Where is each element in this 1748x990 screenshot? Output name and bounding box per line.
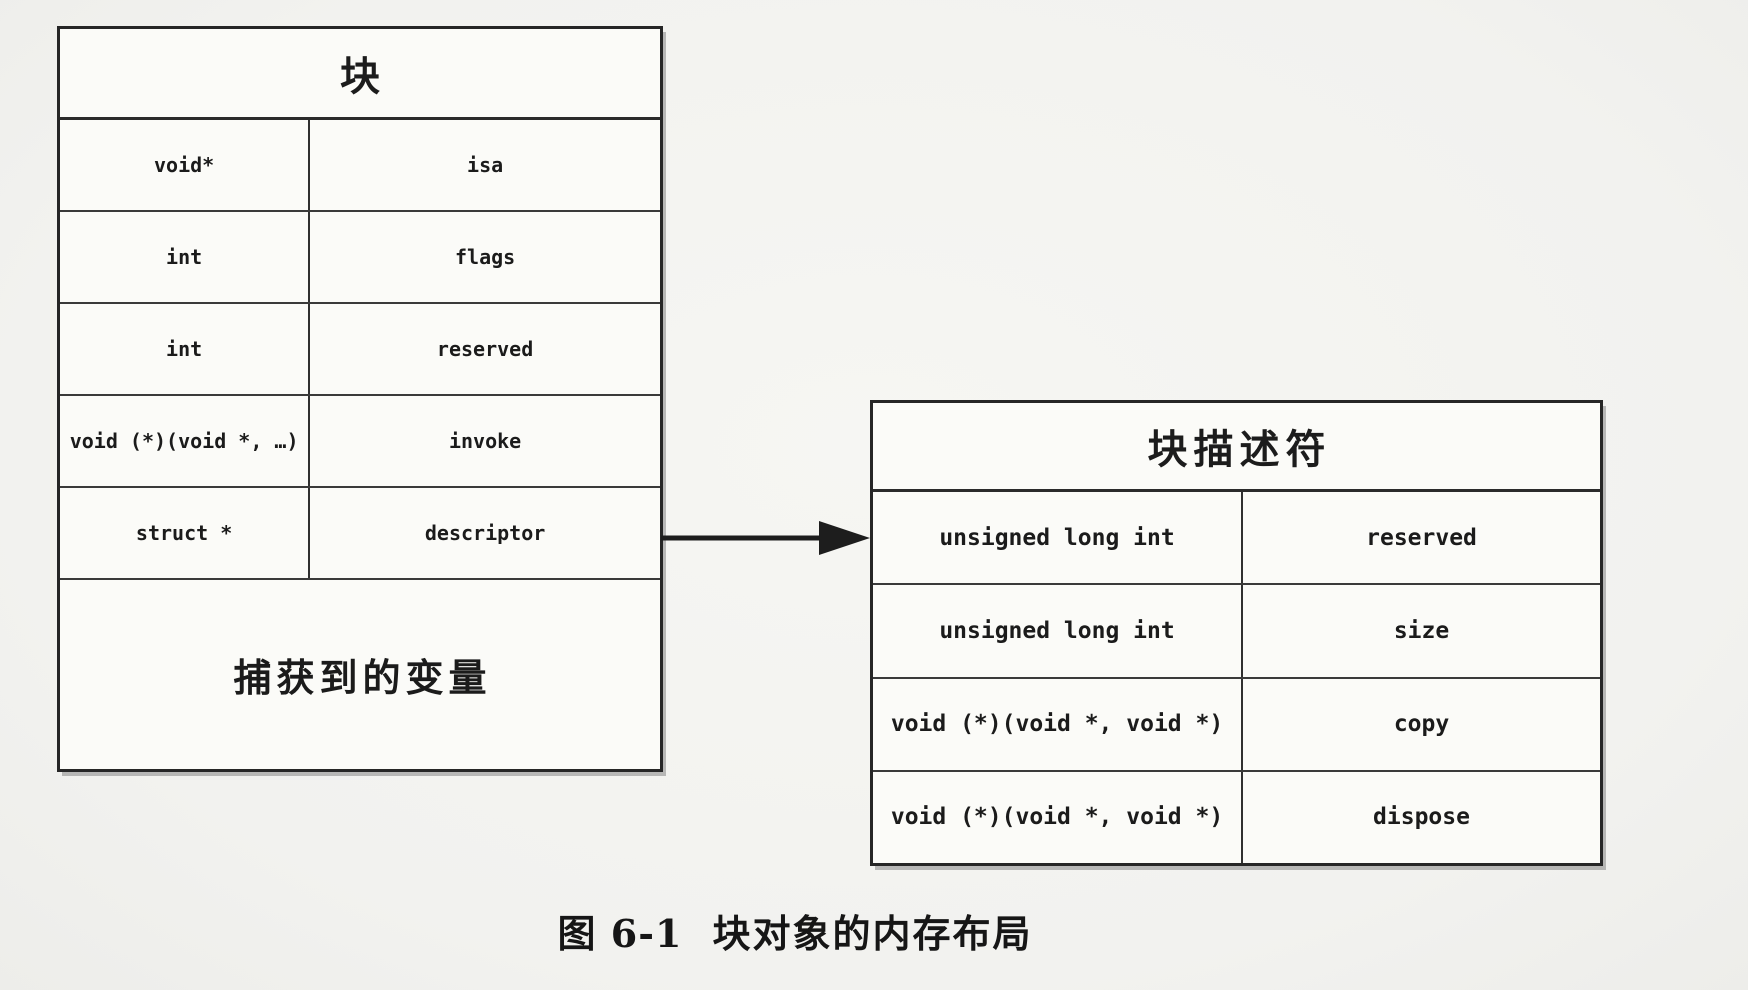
descriptor-table-row-size: unsigned long int size bbox=[873, 585, 1600, 679]
field-name: flags bbox=[454, 245, 516, 269]
field-name: reserved bbox=[1366, 524, 1477, 551]
figure-caption-text: 块对象的内存布局 bbox=[712, 911, 1033, 956]
figure-caption: 图 6-1 块对象的内存布局 bbox=[295, 903, 1295, 958]
block-table-row-reserved: int reserved bbox=[60, 304, 660, 396]
field-name: dispose bbox=[1373, 804, 1470, 831]
block-table-row-isa: void* isa bbox=[60, 120, 660, 212]
captured-variables-label: 捕获到的变量 bbox=[233, 656, 492, 700]
block-memory-table: 块 void* isa int flags int reserved void … bbox=[57, 26, 663, 772]
block-descriptor-table: 块描述符 unsigned long int reserved unsigned… bbox=[870, 400, 1603, 866]
field-name: descriptor bbox=[424, 521, 546, 545]
block-table-row-invoke: void (*)(void *, …) invoke bbox=[60, 396, 660, 488]
descriptor-arrow-icon bbox=[661, 521, 870, 555]
field-name: reserved bbox=[436, 337, 534, 361]
descriptor-table-title: 块描述符 bbox=[873, 403, 1600, 492]
block-table-row-flags: int flags bbox=[60, 212, 660, 304]
block-table-row-descriptor: struct * descriptor bbox=[60, 488, 660, 580]
field-name: isa bbox=[467, 153, 504, 177]
field-name: copy bbox=[1393, 711, 1450, 738]
field-type: int bbox=[60, 212, 311, 302]
descriptor-table-row-reserved: unsigned long int reserved bbox=[873, 492, 1600, 586]
field-type: void* bbox=[60, 120, 311, 210]
figure-caption-number: 图 6-1 bbox=[557, 911, 683, 956]
field-type: unsigned long int bbox=[873, 492, 1244, 584]
field-type: struct * bbox=[60, 488, 311, 578]
field-name: size bbox=[1393, 617, 1450, 644]
descriptor-table-row-dispose: void (*)(void *, void *) dispose bbox=[873, 771, 1600, 863]
block-table-title: 块 bbox=[60, 29, 660, 120]
field-type: void (*)(void *, void *) bbox=[873, 771, 1244, 863]
field-type: unsigned long int bbox=[873, 585, 1244, 677]
field-name: invoke bbox=[448, 429, 522, 453]
field-type: void (*)(void *, …) bbox=[60, 396, 311, 486]
field-type: void (*)(void *, void *) bbox=[873, 678, 1244, 770]
field-type: int bbox=[60, 304, 311, 394]
block-table-captured-variables-row: 捕获到的变量 bbox=[60, 580, 660, 769]
descriptor-table-row-copy: void (*)(void *, void *) copy bbox=[873, 678, 1600, 772]
